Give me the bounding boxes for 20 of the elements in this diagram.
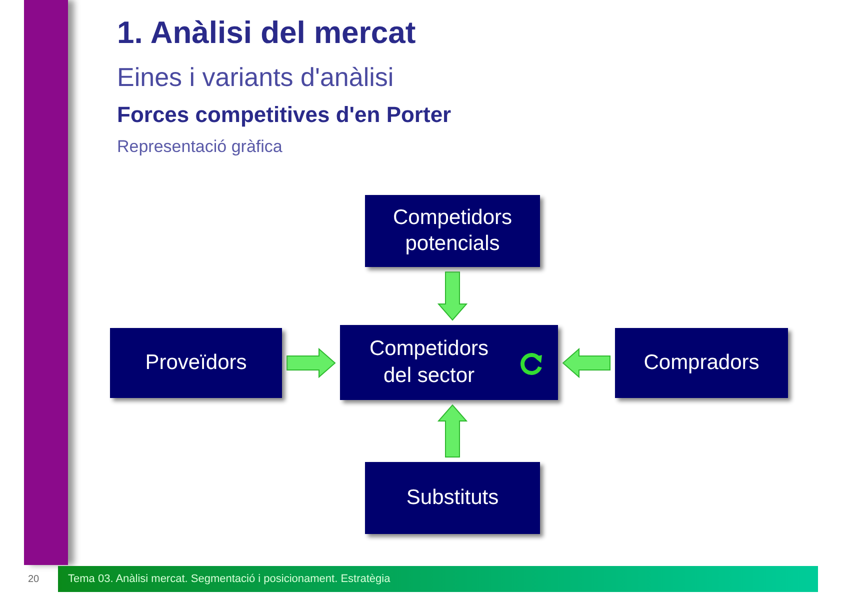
box-label: Proveïdors xyxy=(145,350,247,376)
force-box xyxy=(340,325,558,400)
block-arrow xyxy=(562,348,610,378)
box-label: Compradors xyxy=(644,350,760,376)
footer-text: Tema 03. Anàlisi mercat. Segmentació i posicionament. Estratègia xyxy=(68,572,390,587)
force-box xyxy=(365,195,540,267)
block-arrow xyxy=(437,272,468,321)
force-box xyxy=(615,328,788,398)
sub-heading: Representació gràfica xyxy=(117,136,282,158)
force-box xyxy=(110,328,282,398)
block-arrow xyxy=(437,404,468,458)
box-label: Substituts xyxy=(406,484,499,511)
page-number: 20 xyxy=(28,573,40,587)
box-label: Competidors del sector xyxy=(368,336,490,388)
force-box xyxy=(365,462,540,534)
subtitle: Eines i variants d'anàlisi xyxy=(117,61,394,94)
section-heading: Forces competitives d'en Porter xyxy=(117,101,452,129)
block-arrow xyxy=(286,348,336,378)
title: 1. Anàlisi del mercat xyxy=(117,14,416,52)
box-label: Competidors potencials xyxy=(392,204,514,257)
